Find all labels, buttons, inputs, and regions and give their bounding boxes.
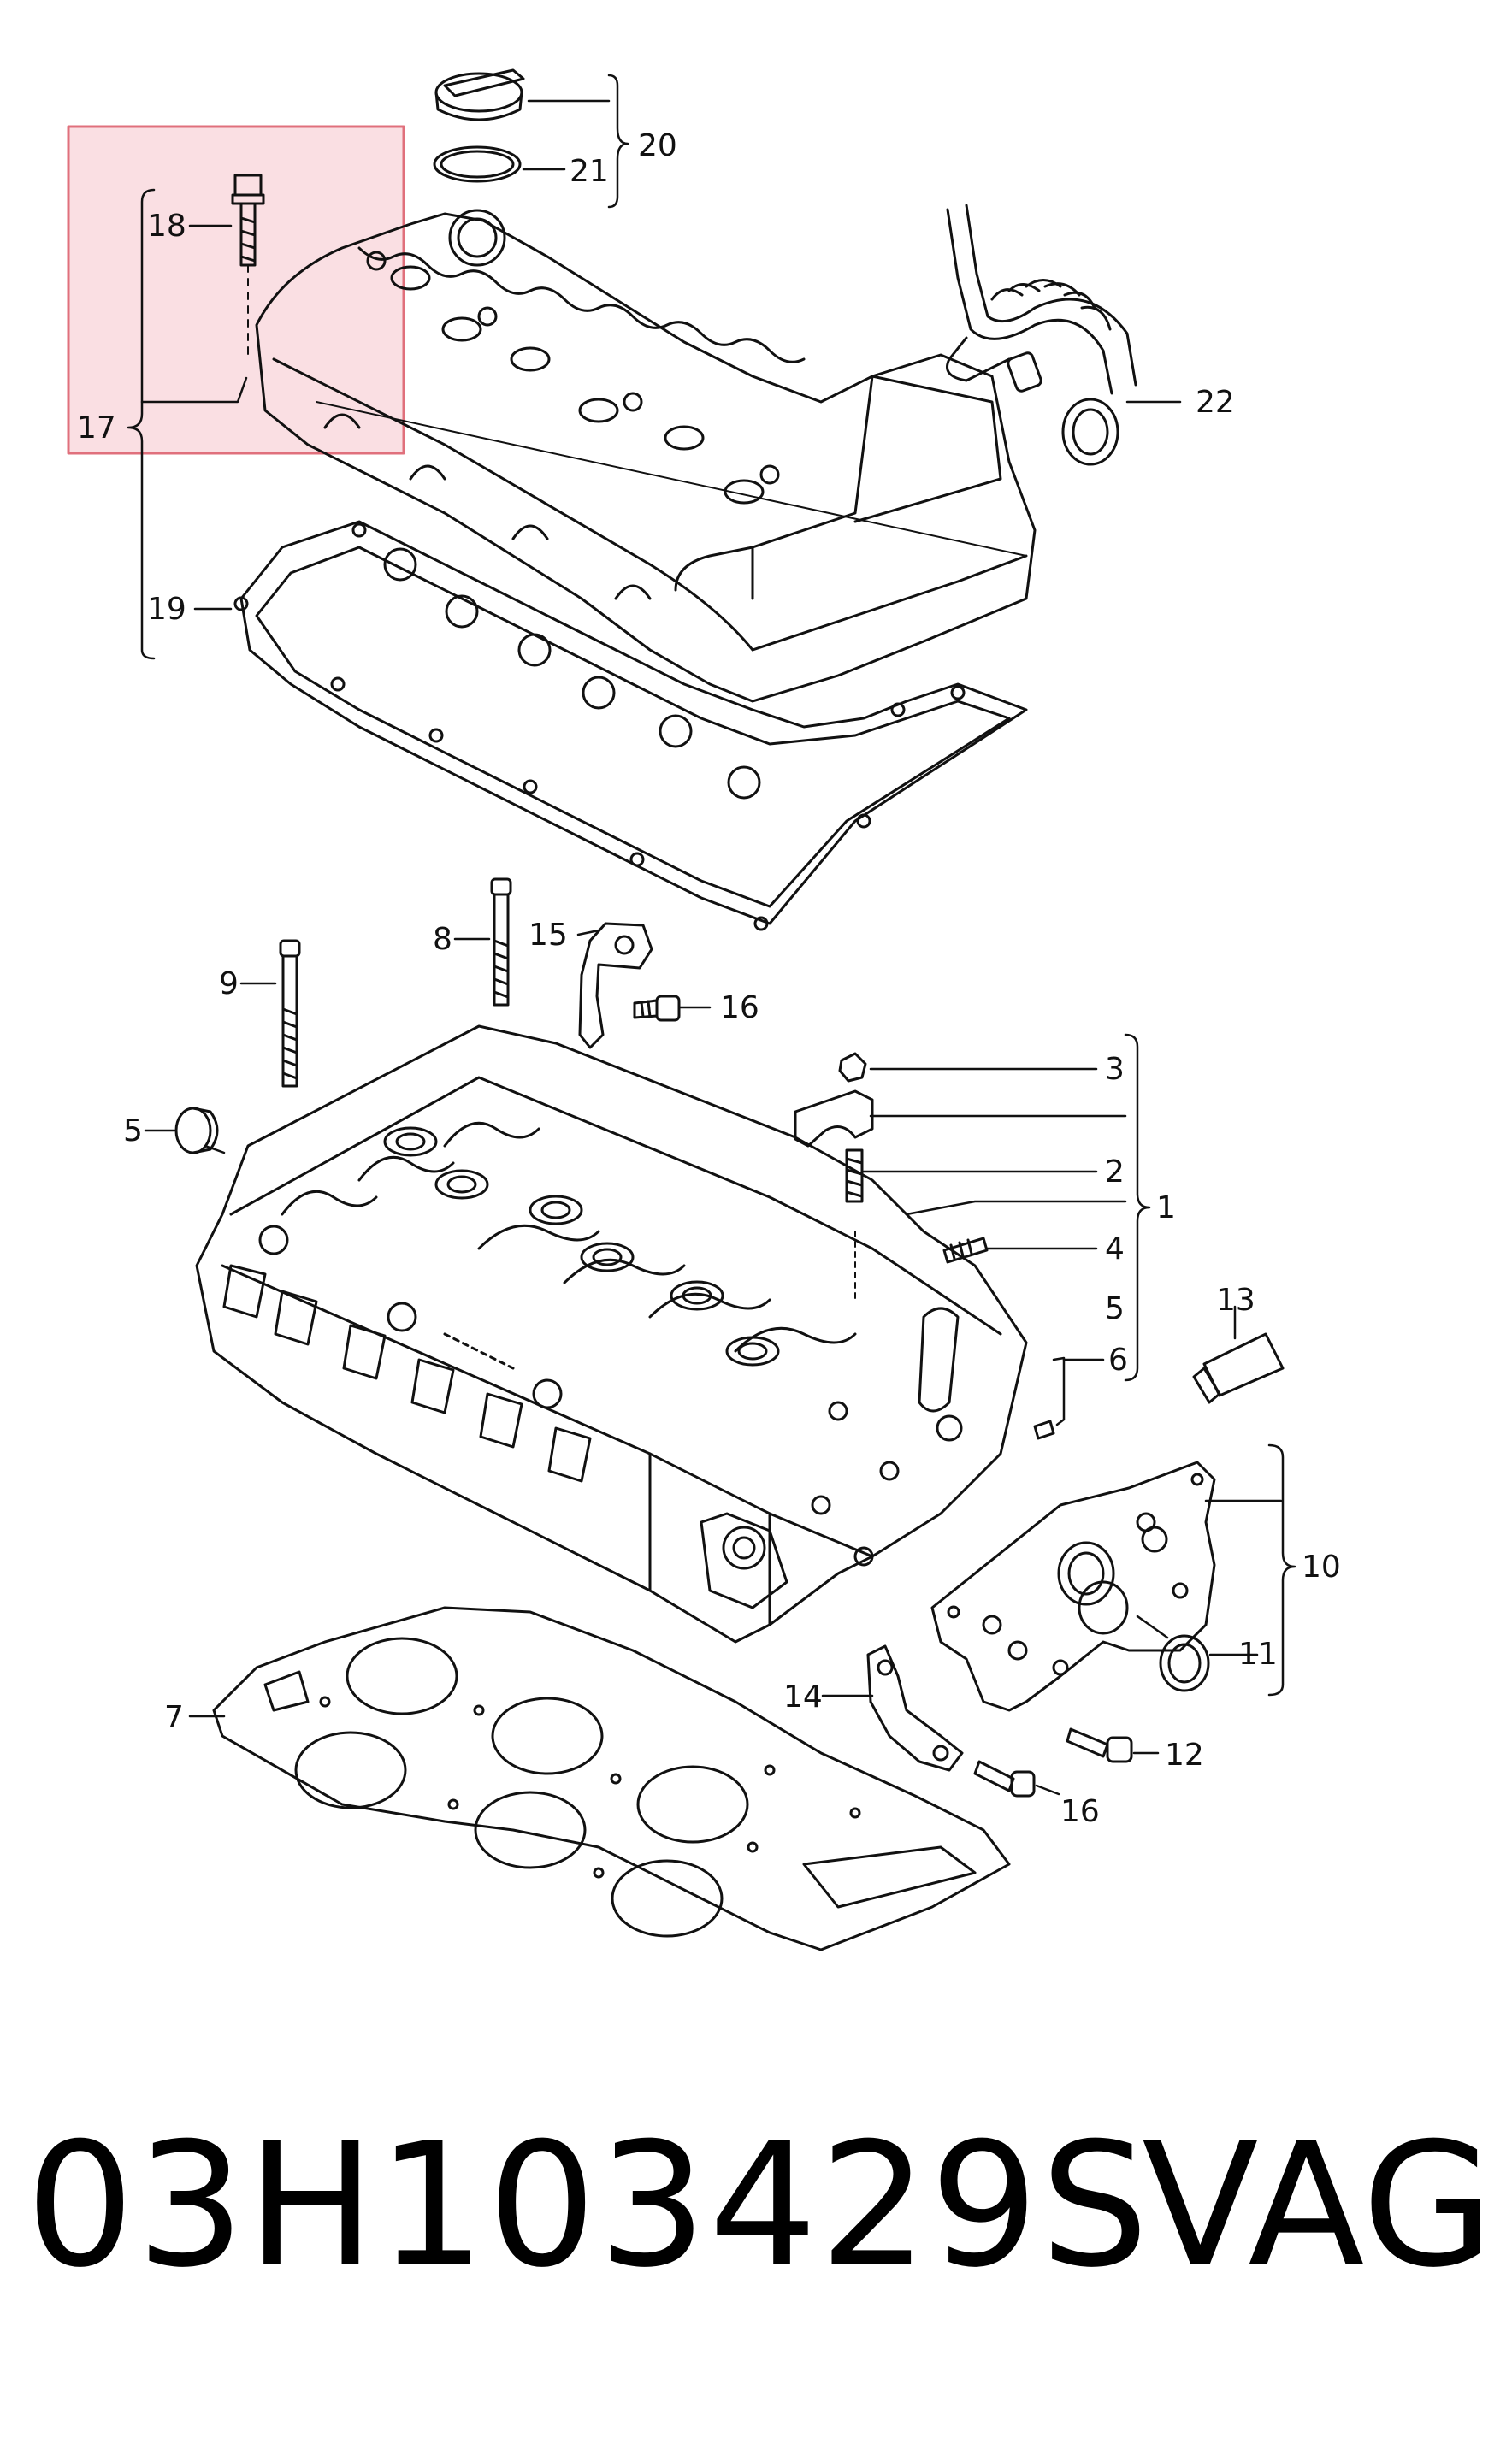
bracket-14 <box>866 1644 964 1772</box>
rear-cover <box>930 1461 1216 1712</box>
cylinder-head-cover <box>255 209 1037 703</box>
callout-5-stud: 5 <box>1105 1291 1125 1326</box>
bolt-16-bottom <box>973 1760 1036 1798</box>
oil-filler-cap <box>434 68 525 121</box>
callout-6: 6 <box>1108 1343 1128 1378</box>
callout-15: 15 <box>529 918 568 953</box>
callout-8: 8 <box>433 922 452 957</box>
callout-17: 17 <box>77 410 116 446</box>
head-bolt-9 <box>279 939 301 1088</box>
head-gasket <box>212 1606 1011 1951</box>
head-bolt-8 <box>490 877 512 1007</box>
callout-5-plug: 5 <box>123 1113 143 1148</box>
callout-2: 2 <box>1105 1154 1125 1190</box>
callout-20: 20 <box>638 128 677 163</box>
callout-9: 9 <box>219 966 239 1001</box>
callout-21: 21 <box>570 154 609 189</box>
callout-19: 19 <box>147 592 186 627</box>
bracket-15 <box>578 922 653 1049</box>
callout-11: 11 <box>1238 1637 1278 1672</box>
cover-bolt <box>231 174 265 360</box>
callout-7: 7 <box>164 1700 184 1735</box>
exploded-parts-diagram: 20 21 18 17 22 19 8 15 9 16 3 5 2 1 4 5 … <box>67 68 1341 1951</box>
breather-hose <box>946 204 1137 466</box>
callout-16-bottom: 16 <box>1060 1794 1100 1829</box>
sealing-plug <box>174 1107 219 1154</box>
leader-lines <box>127 74 1296 1796</box>
bolt-12 <box>1066 1727 1133 1763</box>
callout-3: 3 <box>1105 1052 1125 1087</box>
footer: 03H103429S VAG <box>0 2078 1512 2360</box>
callout-4: 4 <box>1105 1231 1125 1266</box>
callout-18: 18 <box>147 209 186 244</box>
sealant-tube <box>1192 1332 1285 1404</box>
callout-12: 12 <box>1165 1738 1204 1773</box>
callout-10: 10 <box>1302 1550 1341 1585</box>
cylinder-head <box>195 1024 1028 1644</box>
cover-gasket <box>233 520 1028 931</box>
shaft-seal <box>1159 1634 1210 1692</box>
brand-name: VAG <box>1142 2106 1495 2305</box>
callout-22: 22 <box>1196 385 1235 420</box>
callout-16-top: 16 <box>720 990 759 1025</box>
callout-13: 13 <box>1216 1283 1255 1318</box>
part-number: 03H103429S <box>26 2106 1151 2305</box>
callout-14: 14 <box>783 1680 823 1715</box>
filler-cap-seal <box>433 145 522 183</box>
bolt-16-top <box>633 995 681 1022</box>
callout-labels: 20 21 18 17 22 19 8 15 9 16 3 5 2 1 4 5 … <box>77 128 1341 1829</box>
bearing-cap-assembly <box>794 1052 1055 1440</box>
callout-1: 1 <box>1156 1190 1176 1225</box>
